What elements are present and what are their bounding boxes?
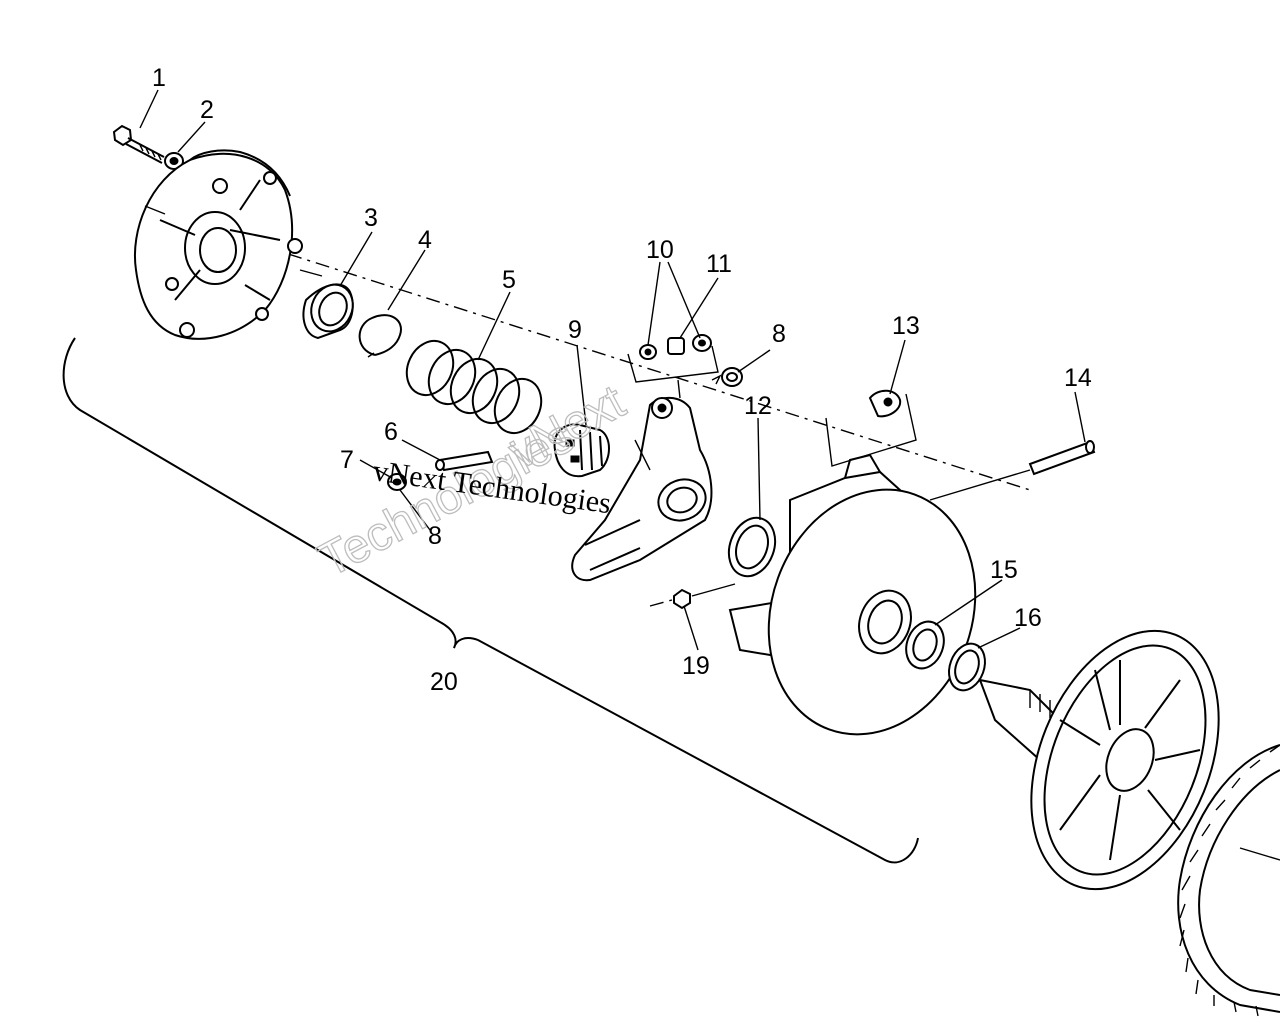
part-10-11-hardware [627, 334, 719, 399]
part-13-bracket [825, 389, 917, 467]
callout-8-right: 8 [772, 320, 786, 348]
part-spider-cover [134, 149, 323, 340]
part-9-roller [553, 423, 610, 478]
callout-9: 9 [568, 316, 582, 344]
callout-5: 5 [502, 266, 516, 294]
callout-10: 10 [646, 236, 674, 264]
callout-12: 12 [744, 392, 772, 420]
callout-16: 16 [1014, 604, 1042, 632]
assembly-bracket-20 [62, 337, 919, 864]
callout-11: 11 [706, 250, 732, 278]
part-ring-gear [1177, 744, 1280, 1017]
callout-4: 4 [418, 226, 432, 254]
callout-13: 13 [892, 312, 920, 340]
part-5-spring [405, 339, 543, 435]
part-19-nut [649, 583, 736, 610]
callout-1: 1 [152, 64, 166, 92]
callout-19: 19 [682, 652, 710, 680]
part-8-bushing-right [711, 367, 743, 387]
callout-8-left: 8 [428, 522, 442, 550]
leader-lines [139, 89, 1086, 651]
callout-15: 15 [990, 556, 1018, 584]
part-12-ring [727, 516, 777, 578]
part-16-washer [948, 642, 986, 692]
callout-labels: 1 2 3 4 5 6 7 8 9 10 11 8 12 13 14 15 16… [152, 64, 1092, 696]
part-7-washer-left [387, 473, 407, 491]
part-3-bushing [302, 283, 354, 340]
part-6-pin [435, 450, 494, 472]
part-1-bolt [112, 124, 165, 164]
part-cam-arm [571, 396, 713, 582]
callout-20: 20 [430, 668, 458, 696]
part-14-pin [1028, 440, 1096, 476]
callout-3: 3 [364, 204, 378, 232]
part-15-washer [905, 620, 945, 670]
part-4-snap-ring [358, 314, 402, 358]
callout-7: 7 [340, 446, 354, 474]
callout-2: 2 [200, 96, 214, 124]
callout-6: 6 [384, 418, 398, 446]
part-fixed-sheave [978, 629, 1220, 891]
callout-14: 14 [1064, 364, 1092, 392]
center-axis-line [149, 209, 1031, 501]
part-moveable-sheave [728, 453, 977, 736]
